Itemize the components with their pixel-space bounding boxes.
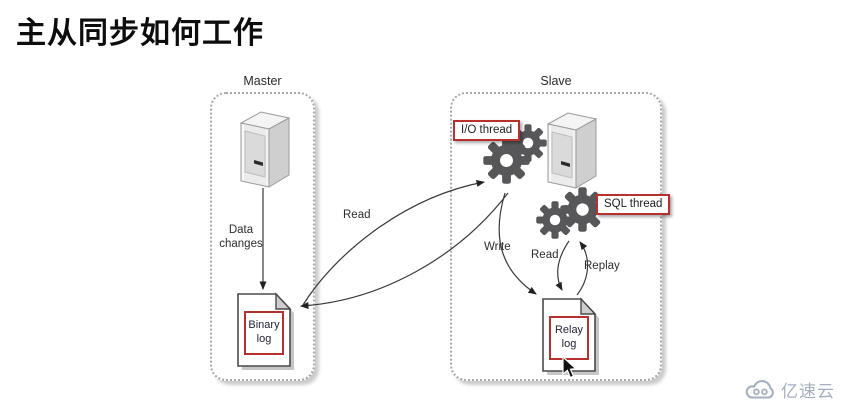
brand-watermark: 亿速云 xyxy=(744,377,835,402)
mouse-cursor-icon xyxy=(562,356,577,379)
cloud-logo-icon xyxy=(745,380,774,399)
replay-label: Replay xyxy=(584,260,620,272)
read-binlog-label: Read xyxy=(343,209,371,221)
binary-log-tag: Binary log xyxy=(244,311,284,355)
master-server-icon xyxy=(240,111,290,188)
relay-log-tag: Relay log xyxy=(549,316,589,360)
brand-name: 亿速云 xyxy=(781,382,835,401)
sql-thread-tag: SQL thread xyxy=(596,194,671,215)
master-caption: Master xyxy=(243,74,282,88)
io-thread-tag: I/O thread xyxy=(453,120,521,141)
read-relay-label: Read xyxy=(531,249,559,261)
slave-caption: Slave xyxy=(540,74,572,88)
page-title: 主从同步如何工作 xyxy=(16,17,264,50)
write-label: Write xyxy=(484,241,511,253)
data-changes-label: Data changes xyxy=(219,224,263,250)
